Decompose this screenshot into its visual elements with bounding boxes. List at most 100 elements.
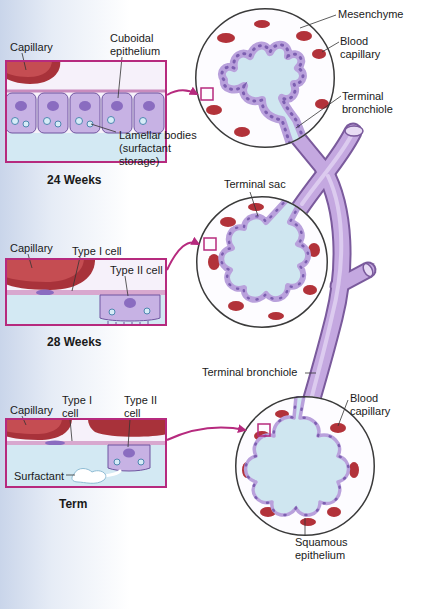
part-label: Terminal bronchiole: [342, 90, 404, 116]
magnification-arrow: [167, 428, 245, 440]
magnification-arrow: [167, 90, 197, 95]
capillary: [303, 285, 317, 295]
inset-box: CapillaryType I cellType II cell28 Weeks: [5, 258, 167, 326]
tube-fill: [338, 270, 368, 286]
lumen: [5, 295, 167, 326]
leader-line: [125, 276, 128, 296]
lamellar-body: [55, 121, 61, 127]
capillary-highlight: [5, 418, 62, 434]
circle-outline: [196, 196, 328, 328]
part-label: Terminal bronchiole: [202, 366, 297, 379]
stage-label: Term: [59, 497, 87, 511]
lamellar-body: [109, 309, 115, 315]
leader-line: [66, 475, 75, 476]
circle-outline: [236, 397, 375, 536]
leader-line: [128, 419, 130, 447]
lamellar-bodies: [12, 117, 147, 128]
lamellar-body: [108, 117, 115, 124]
type-i-cell-layer: [5, 290, 167, 295]
type-ii-cell: [100, 295, 160, 321]
capillary: [268, 312, 284, 320]
part-label: Type II cell: [124, 394, 170, 420]
nucleus: [111, 101, 123, 111]
epithelial-nuclei: [221, 196, 308, 300]
lamellar-body: [138, 459, 144, 465]
lamellar-body: [114, 459, 120, 465]
part-label: Mesenchyme: [338, 8, 403, 21]
magnified-region: [258, 424, 270, 436]
part-label: Surfactant: [14, 470, 64, 483]
magnification-arrow: [167, 242, 199, 270]
basement-membrane: [5, 90, 167, 93]
part-label: Terminal sac: [224, 178, 286, 191]
cuboidal-cell: [6, 93, 36, 133]
capillary: [217, 33, 235, 43]
magnified-view: Blood capillarySquamous epithelium: [235, 396, 375, 536]
magnified-view: MesenchymeBlood capillaryTerminal bronch…: [195, 8, 335, 148]
capillary: [5, 60, 60, 84]
nucleus: [15, 101, 27, 111]
leader-line: [70, 419, 72, 441]
part-label: Type II cell: [110, 264, 163, 277]
leader-line: [118, 57, 122, 98]
lumen: [5, 445, 167, 488]
epithelial-nuclei: [246, 396, 349, 515]
capillary: [5, 258, 95, 290]
terminal-sac-lumen: [221, 196, 308, 300]
nucleus: [124, 298, 136, 308]
capillary: [234, 127, 250, 137]
magnified-region: [201, 88, 213, 100]
leader-line: [91, 124, 116, 132]
part-label: Squamous epithelium: [295, 536, 365, 562]
leader-line: [305, 373, 316, 374]
capillary-highlight: [5, 60, 52, 77]
cuboidal-cell: [38, 93, 68, 133]
terminal-sac-view: [208, 196, 320, 320]
mesenchyme-area: [5, 418, 167, 488]
circle-outline: [235, 396, 375, 536]
capillary: [220, 217, 236, 227]
airway-lumen: [222, 45, 308, 150]
type-i-cell-layer: [5, 441, 167, 445]
part-label: Type I cell: [72, 245, 122, 258]
capillary: [330, 423, 346, 433]
lamellar-body: [76, 118, 83, 125]
leader-line: [338, 400, 348, 426]
tube-opening: [345, 126, 363, 136]
circle-outline: [196, 9, 335, 148]
leader-lines: [22, 15, 348, 536]
part-label: Capillary: [10, 41, 53, 54]
nucleus: [123, 449, 135, 458]
leader-line: [28, 254, 32, 268]
nucleus: [143, 101, 155, 111]
capillary: [228, 301, 244, 311]
magnified-view-fill: [196, 196, 328, 328]
tube-fill: [298, 138, 326, 172]
part-label: Blood capillary: [350, 392, 408, 418]
capillary: [327, 507, 341, 517]
part-label: Type I cell: [62, 394, 98, 420]
leader-line: [296, 96, 341, 128]
nucleus: [47, 101, 59, 111]
circle-outline: [195, 8, 335, 148]
leader-line: [250, 192, 258, 216]
tube-opening: [361, 262, 375, 278]
tube-highlight: [302, 136, 351, 204]
magnified-view-fill: [235, 396, 375, 536]
surfactant-film: [72, 469, 106, 484]
inset-term: [5, 418, 167, 488]
capillary: [296, 31, 312, 41]
nucleus: [36, 290, 54, 296]
tube-outline: [298, 138, 326, 172]
nucleus: [45, 441, 65, 446]
part-label: Lamellar bodies (surfactant storage): [119, 129, 199, 168]
magnified-region: [204, 238, 216, 250]
lamellar-body: [23, 121, 29, 127]
capillary: [88, 418, 167, 437]
cuboidal-cell: [102, 93, 132, 133]
cuboidal-cell: [134, 93, 164, 133]
mesenchyme-area: [5, 258, 167, 326]
capillary: [349, 462, 359, 478]
